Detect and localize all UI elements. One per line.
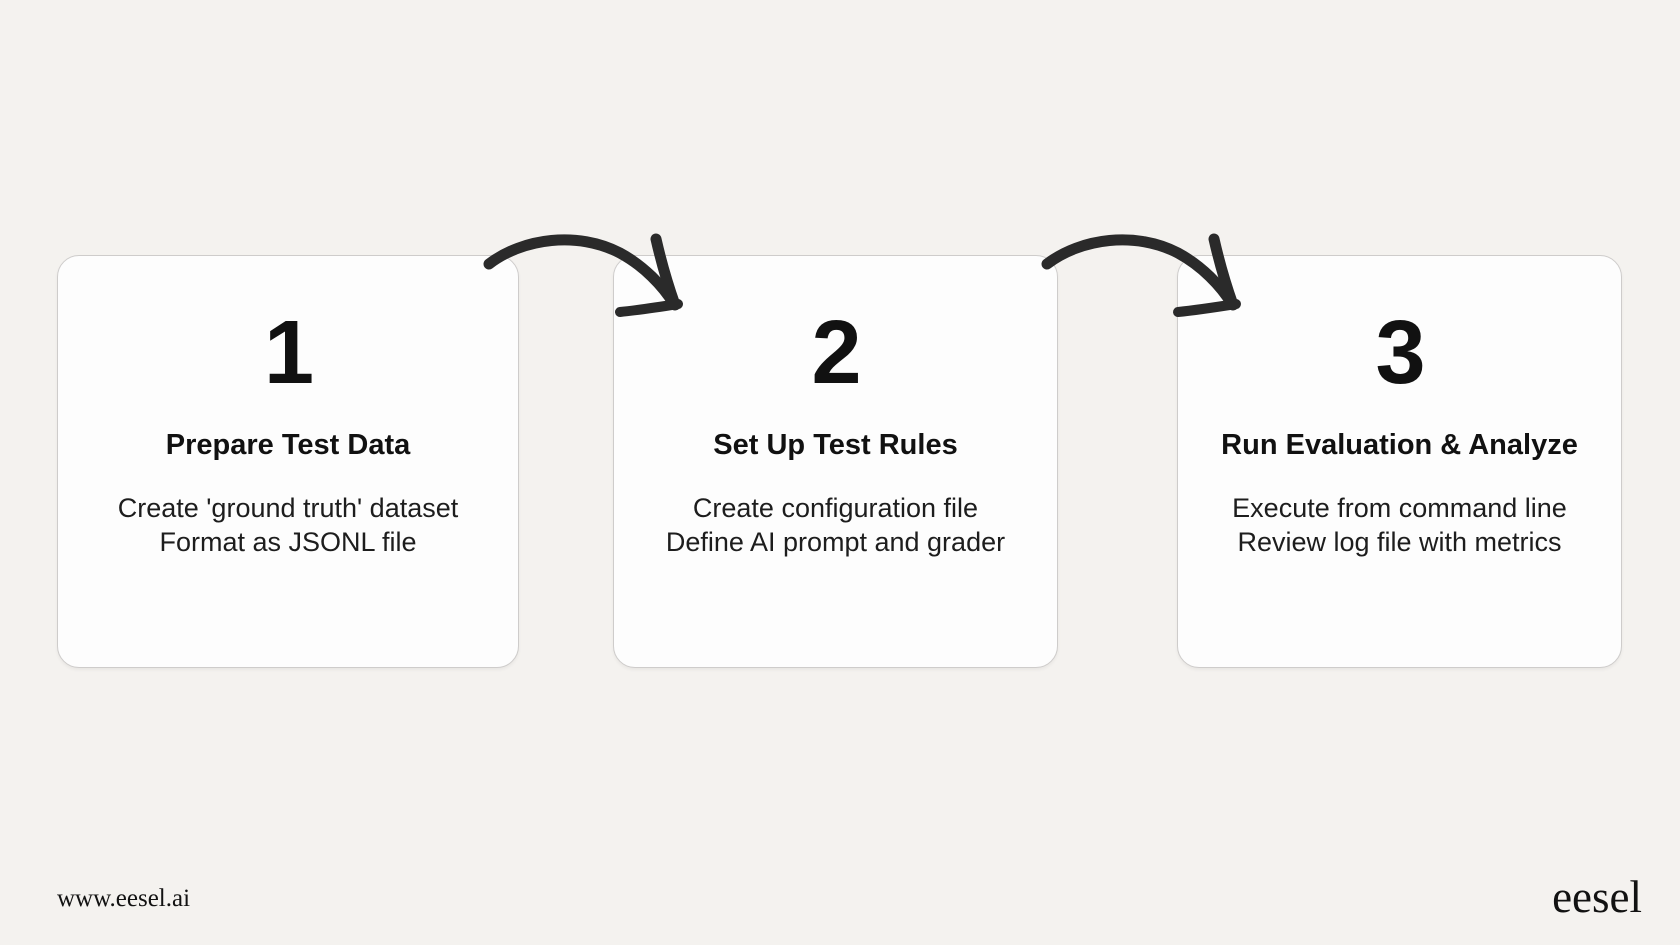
- step-number: 3: [1375, 303, 1425, 403]
- step-number: 2: [811, 303, 861, 403]
- step-description: Create configuration file Define AI prom…: [614, 491, 1057, 559]
- step-number: 1: [263, 303, 314, 403]
- step-title: Set Up Test Rules: [713, 429, 958, 461]
- step-description-line: Execute from command line: [1232, 493, 1567, 523]
- step-description-line: Format as JSONL file: [159, 527, 417, 557]
- brand-logo: eesel: [1552, 872, 1642, 922]
- step-title: Run Evaluation & Analyze: [1221, 429, 1578, 461]
- step-description-line: Create configuration file: [692, 493, 979, 523]
- step-description-line: Review log file with metrics: [1237, 527, 1562, 557]
- website-url: www.eesel.ai: [57, 885, 191, 912]
- step-title: Prepare Test Data: [165, 429, 411, 461]
- step-description-line: Create 'ground truth' dataset: [117, 493, 459, 523]
- step-description: Execute from command line Review log fil…: [1178, 491, 1621, 559]
- step-card-2: 2 Set Up Test Rules Create configuration…: [613, 255, 1058, 668]
- step-description: Create 'ground truth' dataset Format as …: [58, 491, 518, 559]
- step-description-line: Define AI prompt and grader: [665, 527, 1006, 557]
- step-card-1: 1 Prepare Test Data Create 'ground truth…: [57, 255, 519, 668]
- step-card-3: 3 Run Evaluation & Analyze Execute from …: [1177, 255, 1622, 668]
